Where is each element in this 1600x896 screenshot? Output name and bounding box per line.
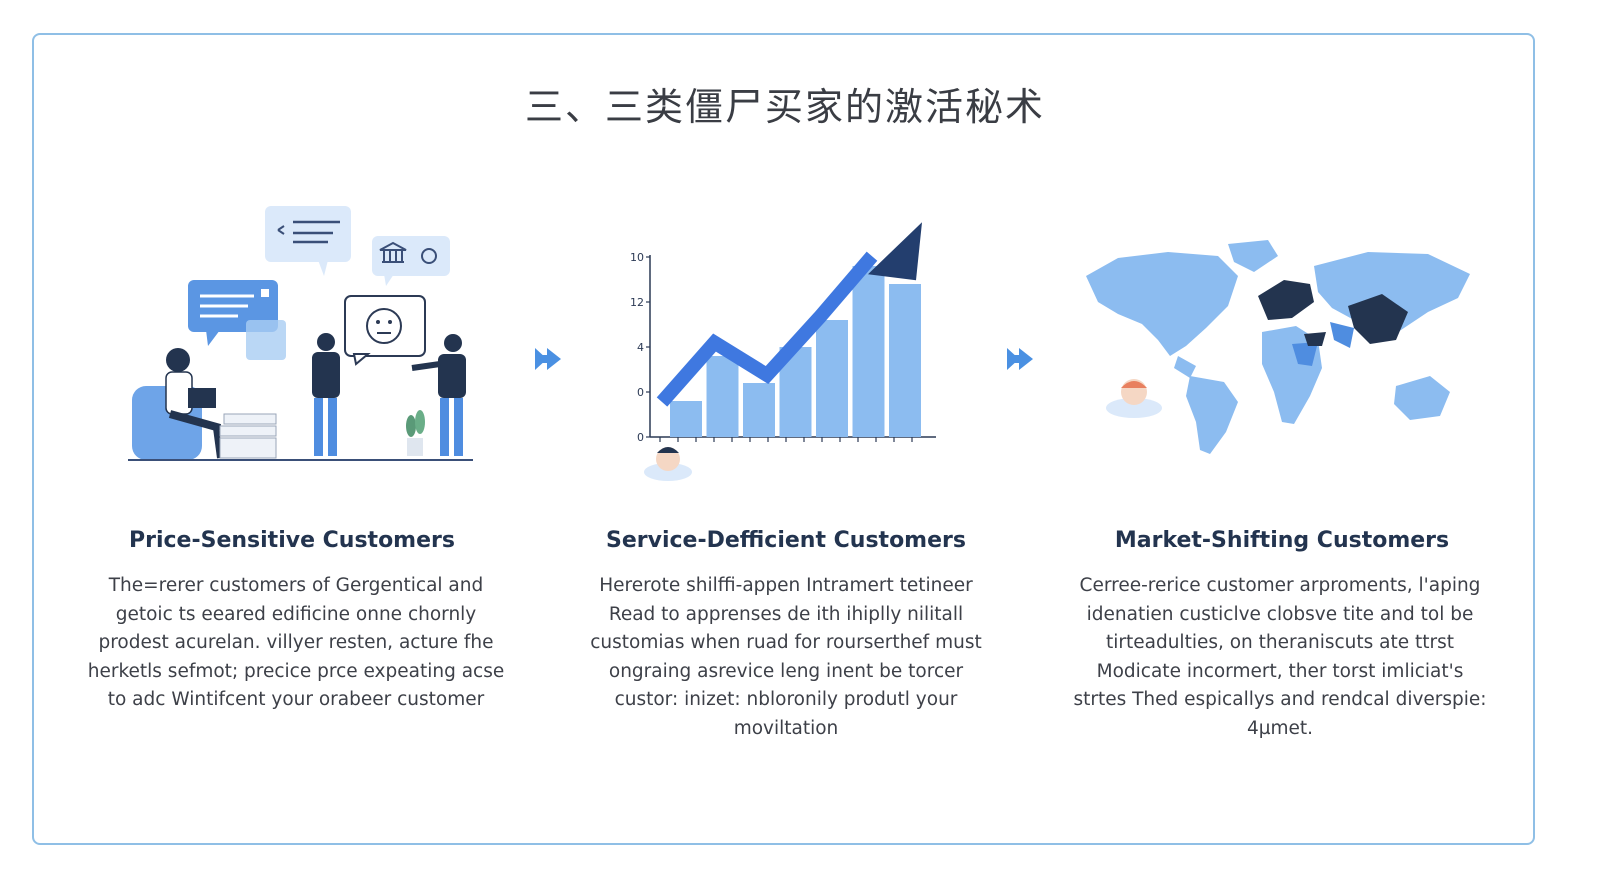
- chart-bar: [706, 356, 739, 437]
- column-body-market: Cerree-rerice customer arproments, l'api…: [1073, 575, 1487, 739]
- africa-shape: [1262, 326, 1326, 424]
- message-bubble-icon: [265, 206, 351, 276]
- chart-bar: [743, 383, 775, 437]
- seated-person-icon: [132, 348, 277, 460]
- bank-chat-icon: [372, 236, 450, 286]
- y-tick-label: 10: [630, 251, 644, 264]
- world-map-illustration: [1086, 240, 1470, 454]
- y-tick-label: 12: [630, 296, 644, 309]
- asia-shape: [1314, 252, 1470, 348]
- australia-shape: [1394, 376, 1450, 420]
- plant-icon: [406, 410, 425, 456]
- greenland-shape: [1228, 240, 1278, 272]
- chart-bar: [889, 284, 921, 437]
- arrow-right-icon: [535, 348, 561, 370]
- person-avatar-icon: [1106, 379, 1162, 418]
- trend-line: [656, 251, 878, 407]
- people-discussion-illustration: [128, 206, 473, 461]
- south-america-shape: [1186, 376, 1238, 454]
- page-title: 三、三类僵尸买家的激活秘术: [524, 85, 1045, 129]
- column-title-market: Market-Shifting Customers: [1114, 528, 1450, 553]
- europe-shape: [1258, 280, 1314, 320]
- column-body-price: The=rerer customers of Gergentical and g…: [87, 575, 505, 710]
- sad-face-icon: [344, 295, 426, 366]
- growth-chart-illustration: 10 12 4 0 0: [630, 222, 936, 481]
- column-body-service: Hererote shilffi-appen Intramert tetinee…: [590, 575, 982, 739]
- y-tick-label: 4: [637, 341, 644, 354]
- chat-bubble-icon: [188, 280, 286, 360]
- content-frame: [32, 33, 1535, 845]
- chart-bar: [816, 320, 848, 437]
- arrow-right-icon: [1007, 348, 1033, 370]
- sleeping-face-icon: [644, 447, 692, 481]
- standing-person-icon: [411, 334, 466, 456]
- chart-bar: [852, 266, 885, 437]
- standing-person-icon: [312, 333, 340, 456]
- column-title-price: Price-Sensitive Customers: [129, 528, 455, 553]
- y-tick-label: 0: [637, 431, 644, 444]
- chart-bar: [670, 401, 702, 437]
- trend-arrowhead: [868, 222, 922, 281]
- column-title-service: Service-Defficient Customers: [606, 528, 966, 553]
- north-america-shape: [1086, 252, 1238, 378]
- y-tick-label: 0: [637, 386, 644, 399]
